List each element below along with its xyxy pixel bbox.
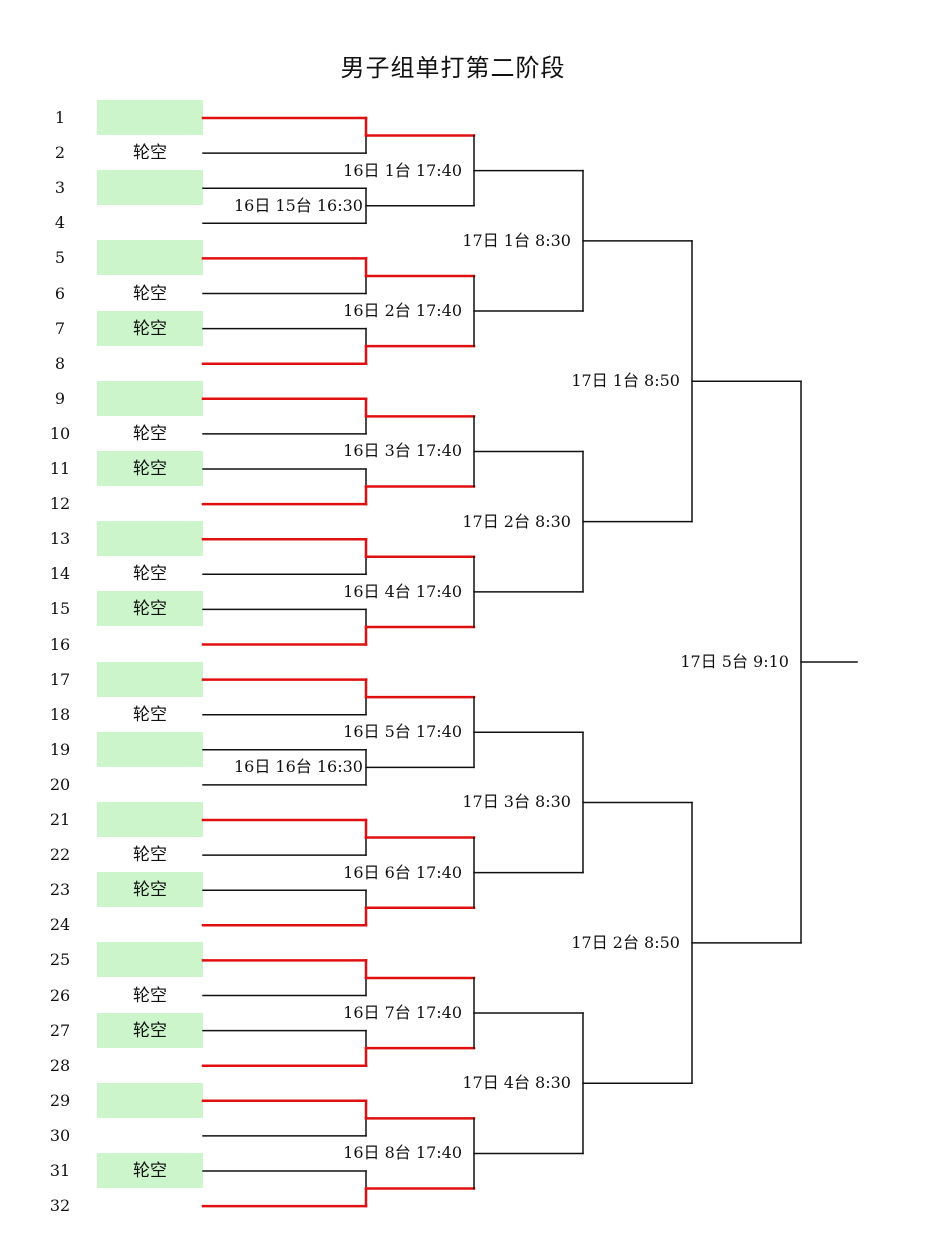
bye-label: 轮空 — [133, 1020, 167, 1041]
seed-number: 15 — [49, 599, 71, 619]
seed-number: 8 — [54, 353, 66, 373]
match-label: 16日 7台 17:40 — [343, 1003, 462, 1023]
seed-number: 6 — [54, 283, 66, 303]
match-label: 16日 3台 17:40 — [343, 441, 462, 461]
player-slot[interactable] — [97, 100, 203, 135]
seed-number: 14 — [49, 564, 71, 584]
player-slot[interactable] — [97, 591, 203, 627]
match-label: 17日 2台 8:50 — [571, 932, 680, 952]
match-label: 17日 1台 8:30 — [462, 230, 571, 250]
player-slot[interactable] — [97, 731, 203, 767]
bye-label: 轮空 — [133, 318, 167, 339]
final-label: 17日 5台 9:10 — [680, 652, 789, 672]
player-slot[interactable] — [97, 872, 203, 908]
player-slot[interactable] — [97, 802, 203, 837]
player-slot[interactable] — [97, 1012, 203, 1048]
seed-number: 16 — [49, 634, 71, 654]
seed-number: 5 — [54, 248, 66, 268]
seed-number: 9 — [54, 388, 66, 408]
seed-number: 4 — [54, 213, 66, 233]
seed-number: 10 — [49, 423, 71, 443]
seed-number: 29 — [49, 1090, 71, 1110]
page-title: 男子组单打第二阶段 — [340, 54, 566, 82]
match-label: 16日 6台 17:40 — [343, 862, 462, 882]
bye-label: 轮空 — [133, 704, 167, 725]
seed-number: 31 — [49, 1161, 71, 1180]
bye-label: 轮空 — [133, 1161, 167, 1181]
bye-label: 轮空 — [133, 459, 167, 479]
bye-label: 轮空 — [133, 880, 167, 901]
seed-number: 11 — [49, 459, 71, 478]
seed-number: 21 — [49, 810, 71, 829]
bye-label: 轮空 — [133, 845, 167, 866]
seed-number: 1 — [54, 108, 66, 127]
seed-number: 19 — [49, 739, 71, 759]
match-label: 17日 3台 8:30 — [462, 792, 571, 812]
player-slot[interactable] — [97, 451, 203, 486]
match-label: 16日 1台 17:40 — [343, 160, 462, 180]
seed-number: 2 — [54, 143, 66, 163]
prematch-label: 16日 16台 16:30 — [232, 757, 364, 778]
bye-label: 轮空 — [133, 564, 167, 585]
seed-number: 27 — [49, 1020, 71, 1040]
bye-label: 轮空 — [133, 143, 167, 164]
seed-number: 25 — [49, 950, 71, 970]
bye-label: 轮空 — [133, 283, 167, 304]
bye-label: 轮空 — [133, 423, 167, 444]
seed-number: 30 — [49, 1125, 71, 1145]
seed-number: 24 — [49, 915, 71, 935]
match-label: 16日 5台 17:40 — [343, 722, 462, 742]
player-slot[interactable] — [97, 942, 203, 978]
player-slot[interactable] — [97, 1153, 203, 1188]
player-slot[interactable] — [97, 380, 203, 416]
match-label: 16日 2台 17:40 — [343, 301, 462, 321]
seed-number: 22 — [49, 845, 71, 865]
seed-number: 13 — [49, 529, 71, 549]
seed-number: 18 — [49, 704, 71, 724]
seed-number: 32 — [49, 1196, 71, 1216]
seed-number: 3 — [54, 178, 66, 198]
player-slot[interactable] — [97, 1082, 203, 1118]
match-label: 17日 4台 8:30 — [462, 1073, 571, 1093]
match-label: 16日 8台 17:40 — [343, 1143, 462, 1163]
seed-number: 20 — [49, 774, 71, 794]
bye-label: 轮空 — [133, 985, 167, 1006]
match-label: 16日 4台 17:40 — [343, 581, 462, 601]
seed-number: 7 — [54, 318, 66, 338]
player-slot[interactable] — [97, 661, 203, 697]
seed-number: 12 — [49, 494, 71, 514]
prematch-label: 16日 15台 16:30 — [232, 195, 364, 216]
match-label: 17日 1台 8:50 — [571, 371, 680, 391]
match-label: 17日 2台 8:30 — [462, 511, 571, 531]
player-slot[interactable] — [97, 170, 203, 206]
seed-number: 17 — [49, 669, 71, 689]
seed-number: 23 — [49, 880, 71, 900]
player-slot[interactable] — [97, 521, 203, 557]
player-slot[interactable] — [97, 240, 203, 276]
bye-label: 轮空 — [133, 599, 167, 620]
seed-number: 26 — [49, 985, 71, 1005]
player-slot[interactable] — [97, 310, 203, 346]
seed-number: 28 — [49, 1055, 71, 1075]
